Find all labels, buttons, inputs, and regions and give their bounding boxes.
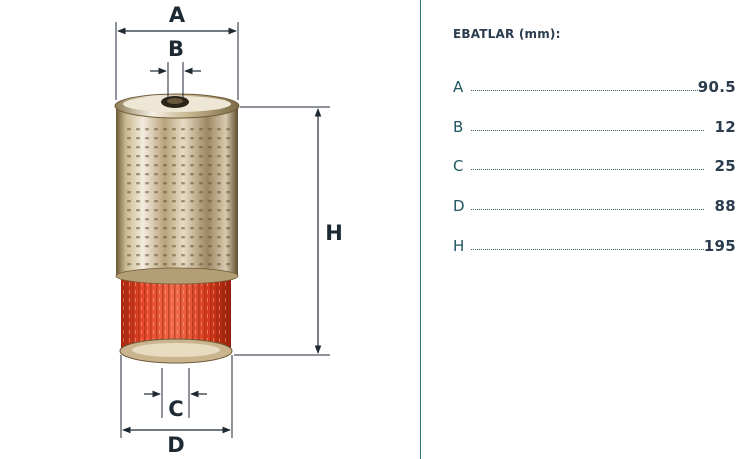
dimension-value: 88 bbox=[714, 197, 736, 215]
dimension-value: 25 bbox=[714, 157, 736, 175]
dimension-row-b: B 12 bbox=[453, 117, 736, 137]
vertical-divider bbox=[420, 0, 421, 459]
dimensions-title: EBATLAR (mm): bbox=[453, 27, 561, 41]
leader-dots bbox=[471, 249, 704, 250]
filter-paper-element bbox=[119, 272, 233, 364]
dimension-d: D bbox=[120, 355, 233, 457]
leader-dots bbox=[471, 169, 704, 170]
dimension-label-b: B bbox=[168, 37, 184, 61]
dimension-label-c: C bbox=[168, 397, 183, 421]
dimension-h: H bbox=[234, 106, 343, 356]
dimension-b: B bbox=[150, 37, 201, 98]
leader-dots bbox=[471, 90, 704, 91]
dimension-row-a: A 90.5 bbox=[453, 77, 736, 97]
dimension-key: D bbox=[453, 197, 465, 215]
dimension-label-d: D bbox=[167, 433, 184, 457]
filter-chrome-housing bbox=[114, 93, 240, 285]
dimension-row-h: H 195 bbox=[453, 236, 736, 256]
leader-dots bbox=[471, 209, 704, 210]
dimension-key: H bbox=[453, 237, 465, 255]
dimension-row-c: C 25 bbox=[453, 156, 736, 176]
dimension-value: 12 bbox=[714, 118, 736, 136]
dimension-a: A bbox=[115, 3, 239, 100]
dimension-key: C bbox=[453, 157, 464, 175]
dimension-label-a: A bbox=[169, 3, 186, 27]
dimension-value: 195 bbox=[703, 237, 736, 255]
dimension-key: B bbox=[453, 118, 464, 136]
dimension-label-h: H bbox=[325, 221, 343, 245]
dimension-key: A bbox=[453, 78, 464, 96]
dimension-c: C bbox=[144, 368, 207, 421]
dimension-value: 90.5 bbox=[697, 78, 736, 96]
oil-filter-diagram: A B H C D bbox=[114, 3, 343, 457]
dimension-row-d: D 88 bbox=[453, 196, 736, 216]
leader-dots bbox=[471, 130, 704, 131]
